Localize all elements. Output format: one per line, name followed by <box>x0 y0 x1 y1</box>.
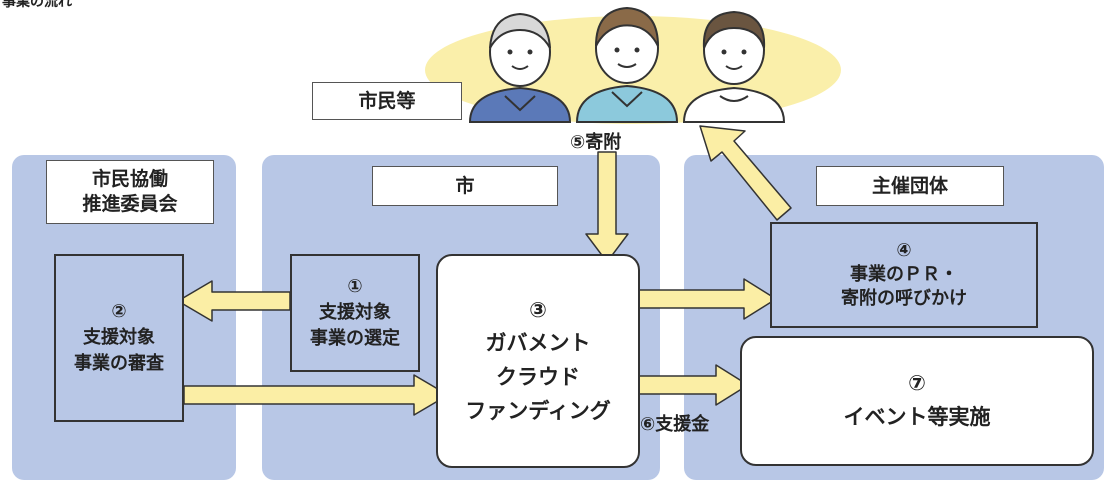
support-label: ⑥支援金 <box>640 414 710 435</box>
step-1-text: 支援対象 事業の選定 <box>310 301 400 350</box>
step-7-number: ⑦ <box>908 371 926 396</box>
person-icon <box>468 12 572 123</box>
step-3-government-crowdfunding: ③ ガバメント クラウド ファンディング <box>436 254 640 468</box>
donation-label: ⑤寄附 <box>570 132 622 153</box>
step-4-text: 事業のＰＲ・ 寄附の呼びかけ <box>841 263 967 310</box>
person-icon <box>575 6 679 123</box>
step-2-text: 支援対象 事業の審査 <box>74 326 164 375</box>
arrow-donation <box>585 151 629 263</box>
step-3-number: ③ <box>529 297 547 322</box>
header-fragment: 事業の流れ <box>2 0 72 10</box>
step-4-pr-call-for-donations: ④ 事業のＰＲ・ 寄附の呼びかけ <box>770 222 1038 328</box>
step-7-text: イベント等実施 <box>843 405 991 429</box>
person-icon <box>682 10 786 123</box>
city-label: 市 <box>372 166 558 206</box>
arrow-support <box>635 364 749 406</box>
committee-label: 市民協働 推進委員会 <box>46 160 214 224</box>
arrow-review-to-gcf <box>183 374 449 416</box>
step-7-event: ⑦ イベント等実施 <box>740 336 1094 466</box>
step-1-number: ① <box>347 275 363 297</box>
citizens-label: 市民等 <box>312 82 462 120</box>
step-2-review: ② 支援対象 事業の審査 <box>54 254 184 422</box>
step-1-selection: ① 支援対象 事業の選定 <box>290 254 420 372</box>
step-3-text: ガバメント クラウド ファンディング <box>465 331 611 423</box>
arrow-pr-to-citizens <box>699 125 792 221</box>
step-2-number: ② <box>111 300 127 322</box>
organizer-label: 主催団体 <box>816 166 1004 206</box>
arrow-gcf-to-pr <box>635 278 777 320</box>
arrow-selection-to-review <box>177 280 291 322</box>
step-4-number: ④ <box>896 239 912 261</box>
